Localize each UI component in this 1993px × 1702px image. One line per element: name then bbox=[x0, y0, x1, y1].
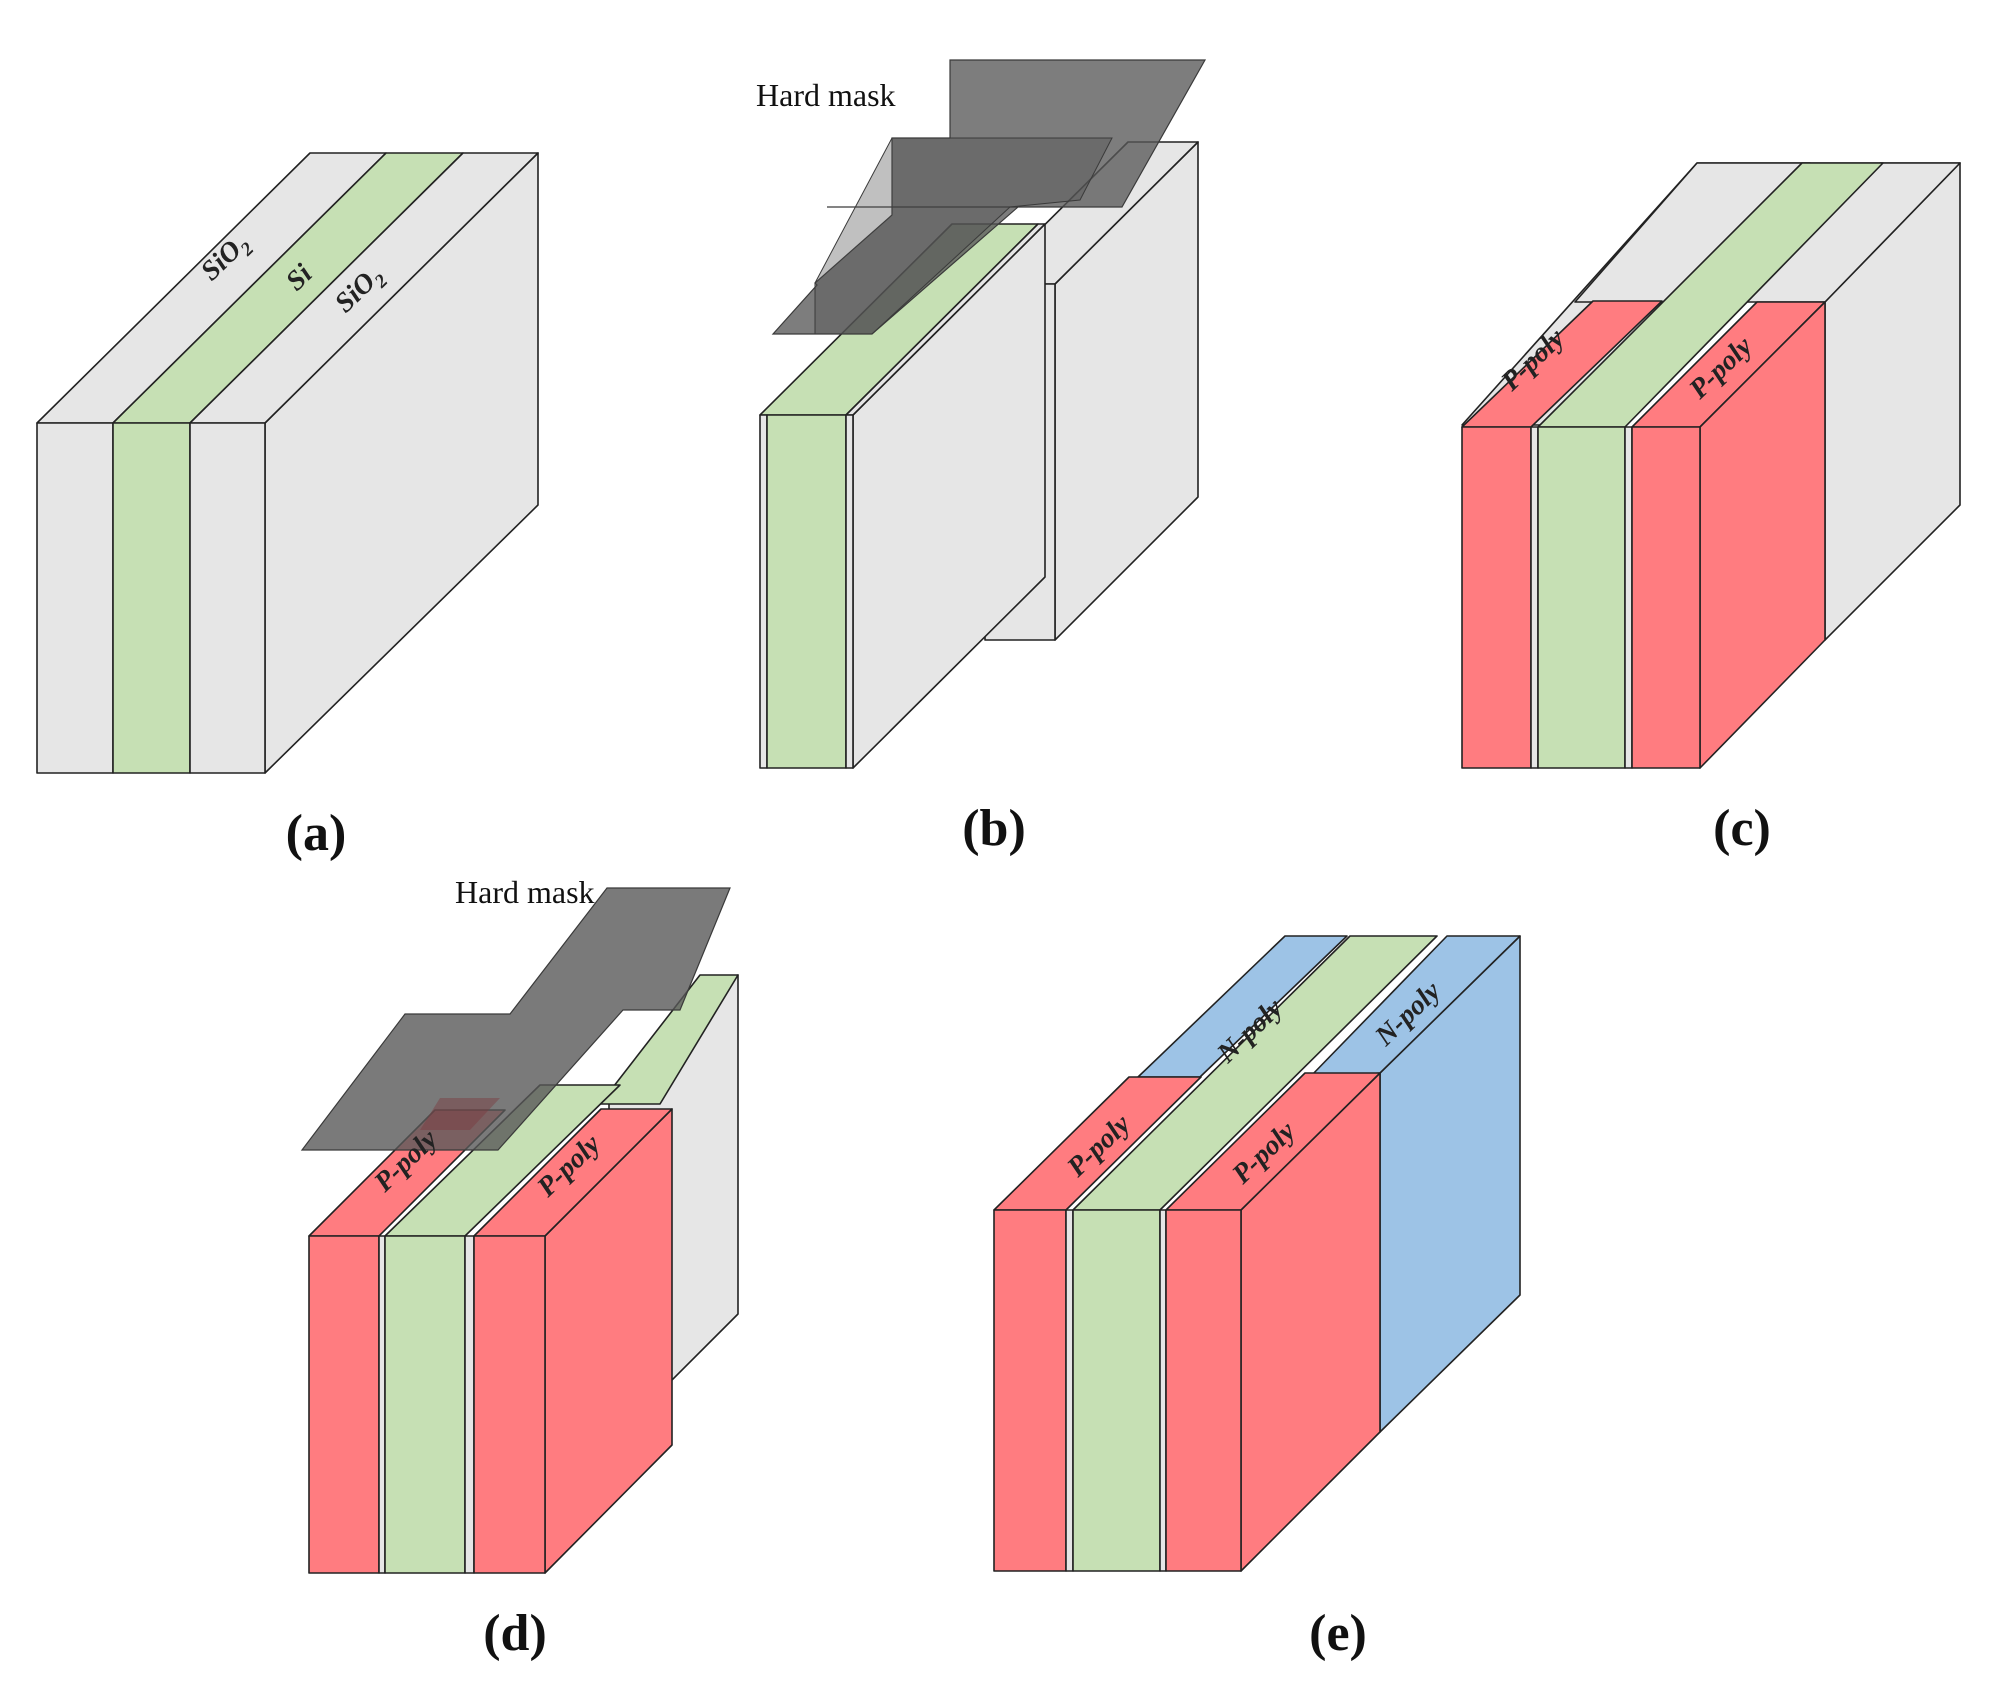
panel-d-hard-mask-label: Hard mask bbox=[455, 874, 595, 910]
panel-c-front-liner-left bbox=[1530, 426, 1539, 769]
panel-d-hard-mask bbox=[300, 887, 731, 1151]
panel-a-front-oxide-right bbox=[189, 422, 266, 774]
panel-d-hard-mask-overlap bbox=[420, 1098, 500, 1130]
panel-c-front-p-left bbox=[1461, 426, 1532, 769]
panel-d-front-silicon bbox=[384, 1235, 466, 1574]
panel-e-front-liner-left bbox=[1065, 1209, 1074, 1572]
panel-b-fin-front-liner-left bbox=[759, 414, 768, 769]
panel-d: P-poly P-poly Hard mask (d) bbox=[300, 874, 739, 1662]
panel-a-front-silicon bbox=[112, 422, 191, 774]
panel-e: N-poly N-poly P-poly P-poly (e) bbox=[993, 935, 1521, 1662]
panel-e-caption: (e) bbox=[1309, 1605, 1367, 1662]
panel-c-front-p-right bbox=[1631, 426, 1701, 769]
panel-b-hard-mask bbox=[771, 59, 1207, 335]
panel-e-front-silicon bbox=[1072, 1209, 1161, 1572]
panel-b-block bbox=[759, 141, 1199, 769]
panel-d-front-liner-left bbox=[378, 1235, 386, 1574]
panel-d-front-liner-right bbox=[464, 1235, 475, 1574]
panel-d-block bbox=[308, 974, 739, 1574]
panel-c-front-liner-right bbox=[1624, 426, 1633, 769]
panel-e-front-p-left bbox=[993, 1209, 1067, 1572]
panel-b: Hard mask (b) bbox=[756, 59, 1207, 857]
panel-c-block bbox=[1461, 162, 1961, 769]
panel-b-caption: (b) bbox=[962, 800, 1026, 857]
panel-a-block bbox=[36, 152, 539, 774]
panel-e-front-liner-right bbox=[1159, 1209, 1167, 1572]
panel-c-front-silicon bbox=[1537, 426, 1626, 769]
panel-d-front-p-left bbox=[308, 1235, 380, 1574]
panel-d-hard-mask-sheet bbox=[300, 887, 731, 1151]
panel-e-block bbox=[993, 935, 1521, 1572]
panel-b-fin-front-silicon bbox=[766, 414, 847, 769]
panel-a: SiO2 Si SiO2 (a) bbox=[36, 152, 539, 862]
panel-b-fin-front-liner-right bbox=[845, 414, 854, 769]
panel-a-front-oxide-left bbox=[36, 422, 114, 774]
panel-d-back-top-silicon bbox=[599, 974, 739, 1105]
panel-b-hard-mask-overlap bbox=[814, 137, 1113, 335]
panel-d-caption: (d) bbox=[483, 1605, 547, 1662]
panel-e-front-p-right bbox=[1165, 1209, 1242, 1572]
panel-a-caption: (a) bbox=[286, 805, 347, 862]
panel-b-hard-mask-label: Hard mask bbox=[756, 77, 896, 113]
panel-c-caption: (c) bbox=[1713, 800, 1771, 857]
panel-c: P-poly P-poly (c) bbox=[1461, 162, 1961, 857]
panel-d-front-p-right bbox=[473, 1235, 546, 1574]
